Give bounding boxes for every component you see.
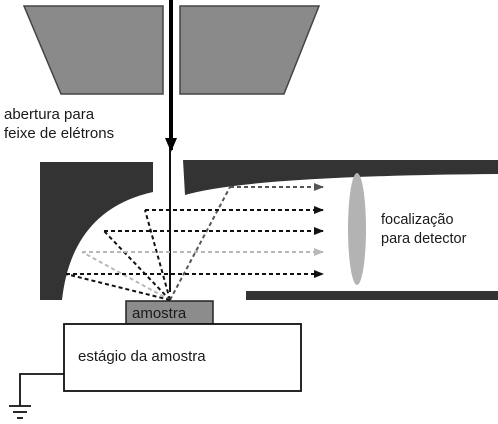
sample-label: amostra (132, 305, 187, 322)
ray-dashed (65, 273, 171, 301)
focus-label-line2: para detector (381, 231, 467, 247)
upper-detector-wall (183, 160, 498, 195)
scattered-rays (65, 183, 324, 301)
ground-icon (9, 373, 64, 419)
aperture-label-line1: abertura para (4, 106, 95, 123)
left-chamber-wall (40, 162, 153, 300)
ray-dashed (144, 209, 171, 301)
focus-label-line1: focalização (381, 212, 454, 228)
ray-dashed (169, 186, 231, 301)
lens-right-half (179, 5, 321, 95)
ray-dashed (81, 251, 171, 301)
stage-label: estágio da amostra (78, 348, 206, 365)
sample-stage (63, 323, 302, 392)
aperture-label: abertura para feixe de elétrons (4, 105, 114, 143)
ray-dashed (103, 230, 171, 301)
aperture-label-line2: feixe de elétrons (4, 125, 115, 142)
detector-focus-label: focalização para detector (381, 211, 466, 249)
lens-left-half (22, 5, 164, 95)
lower-detector-wall (246, 291, 498, 300)
focusing-lens (348, 173, 366, 285)
